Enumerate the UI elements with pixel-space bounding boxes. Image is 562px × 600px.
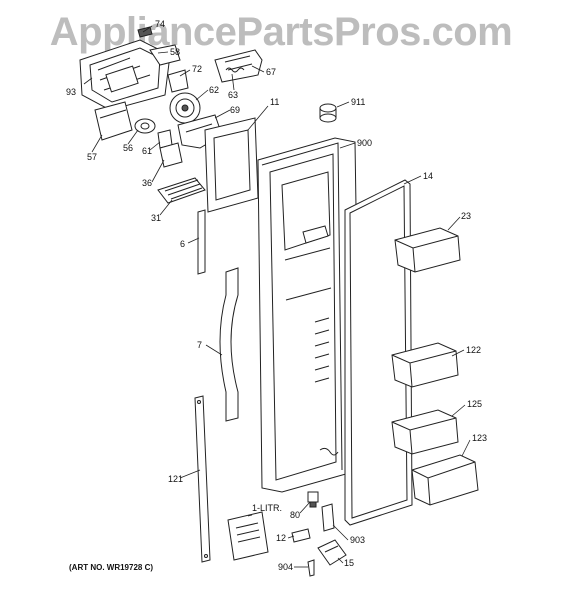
- part-121-trim-strip[interactable]: [194, 395, 211, 563]
- label-15: 15: [344, 558, 354, 568]
- part-72-switch[interactable]: [167, 69, 189, 93]
- label-23: 23: [461, 211, 471, 221]
- part-62-motor[interactable]: [169, 92, 201, 124]
- label-56: 56: [123, 143, 133, 153]
- part-12-cover[interactable]: [291, 528, 311, 543]
- part-93-dispenser-housing[interactable]: [79, 39, 171, 111]
- part-23-door-bin[interactable]: [394, 227, 461, 273]
- label-14: 14: [423, 171, 433, 181]
- label-903: 903: [350, 535, 365, 545]
- label-80: 80: [290, 510, 300, 520]
- label-11: 11: [270, 97, 279, 107]
- label-121: 121: [168, 474, 183, 484]
- label-125: 125: [467, 399, 482, 409]
- part-80-fitting[interactable]: [307, 491, 319, 508]
- label-62: 62: [209, 85, 219, 95]
- label-7: 7: [197, 340, 202, 350]
- label-36: 36: [142, 178, 152, 188]
- part-31-grille[interactable]: [157, 177, 206, 204]
- label-93: 93: [66, 87, 76, 97]
- label-67: 67: [266, 67, 276, 77]
- label-69: 69: [230, 105, 240, 115]
- label-6: 6: [180, 239, 185, 249]
- label-61: 61: [142, 146, 152, 156]
- part-6-trim-strip[interactable]: [197, 209, 206, 275]
- label-911: 911: [351, 97, 365, 107]
- part-63-spring[interactable]: [225, 67, 245, 73]
- label-72: 72: [192, 64, 202, 74]
- part-904-screw[interactable]: [307, 559, 315, 577]
- door-shelf-rails: [314, 317, 330, 383]
- label-58: 58: [170, 47, 180, 57]
- part-74-clip[interactable]: [137, 26, 153, 38]
- part-911-cap[interactable]: [319, 103, 337, 123]
- part-125-door-bin[interactable]: [391, 409, 459, 455]
- part-1-litr-label[interactable]: [227, 511, 269, 561]
- label-122: 122: [466, 345, 481, 355]
- part-123-dairy-bin[interactable]: [411, 454, 479, 506]
- leader-lines: [83, 25, 471, 568]
- part-36-cover[interactable]: [159, 142, 183, 168]
- label-31: 31: [151, 213, 161, 223]
- label-904: 904: [278, 562, 293, 572]
- label-57: 57: [87, 152, 97, 162]
- part-900-door[interactable]: [257, 137, 361, 493]
- part-7-handle[interactable]: [219, 267, 239, 422]
- part-122-door-bin[interactable]: [391, 342, 459, 388]
- art-number: (ART NO. WR19728 C): [69, 563, 154, 572]
- part-57-solenoid[interactable]: [94, 101, 133, 141]
- label-123: 123: [472, 433, 487, 443]
- part-11-dispenser-frame[interactable]: [204, 117, 259, 213]
- label-1-litr: 1-LITR.: [252, 503, 282, 513]
- label-74: 74: [155, 19, 165, 29]
- label-63: 63: [228, 90, 238, 100]
- part-56-actuator[interactable]: [134, 118, 156, 134]
- part-67-bracket[interactable]: [214, 49, 263, 83]
- label-900: 900: [357, 138, 372, 148]
- part-58-bracket[interactable]: [149, 44, 181, 66]
- label-12: 12: [276, 533, 286, 543]
- part-903-tube[interactable]: [321, 503, 335, 532]
